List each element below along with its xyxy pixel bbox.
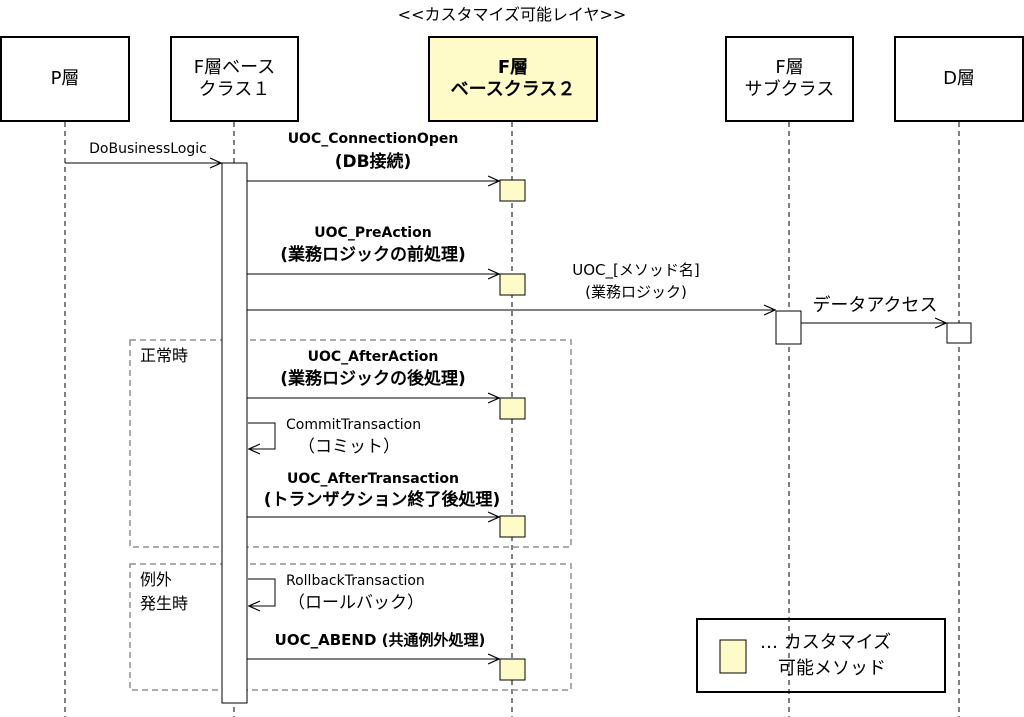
activation-d bbox=[946, 322, 972, 344]
fragment-exception bbox=[129, 563, 572, 691]
fragment-normal bbox=[129, 339, 572, 548]
msg-rollback-desc: （ロールバック） bbox=[288, 593, 424, 613]
arrow-commit-self bbox=[248, 422, 276, 449]
custom-method-pre-action bbox=[499, 273, 526, 296]
participant-f-base-1-line2: クラス１ bbox=[198, 79, 271, 100]
msg-data-access: データアクセス bbox=[812, 295, 938, 316]
fragment-exception-label-line1: 例外 bbox=[140, 570, 173, 589]
msg-abend: UOC_ABEND (共通例外処理) bbox=[274, 631, 486, 649]
activation-f-sub bbox=[775, 310, 802, 345]
legend-text-line2: 可能メソッド bbox=[778, 658, 886, 679]
msg-commit-name: CommitTransaction bbox=[286, 417, 422, 433]
legend-box bbox=[696, 618, 946, 693]
legend-text-line1: … カスタマイズ bbox=[760, 632, 892, 653]
participant-f-subclass: F層 サブクラス bbox=[725, 36, 854, 122]
msg-commit-desc: （コミット） bbox=[298, 437, 400, 457]
participant-f-base-2-line1: F層 bbox=[497, 56, 529, 78]
activation-f-base-1 bbox=[221, 162, 248, 704]
participant-d-layer: D層 bbox=[894, 36, 1024, 122]
participant-f-sub-line2: サブクラス bbox=[744, 79, 835, 100]
msg-after-transaction-desc: (トランザクション終了後処理) bbox=[263, 490, 501, 510]
msg-after-action-desc: (業務ロジックの後処理) bbox=[280, 369, 466, 389]
participant-d-label: D層 bbox=[943, 67, 975, 89]
participant-f-base-class-1: F層ベース クラス１ bbox=[170, 36, 299, 122]
msg-after-action-name: UOC_AfterAction bbox=[307, 349, 439, 365]
custom-method-after-transaction bbox=[499, 515, 526, 538]
fragment-normal-label: 正常時 bbox=[140, 346, 189, 365]
msg-pre-action-name: UOC_PreAction bbox=[314, 225, 432, 241]
msg-business-method-name: UOC_[メソッド名] bbox=[572, 261, 700, 279]
msg-connection-open-name: UOC_ConnectionOpen bbox=[287, 131, 459, 147]
msg-after-transaction-name: UOC_AfterTransaction bbox=[286, 471, 460, 487]
msg-rollback-name: RollbackTransaction bbox=[286, 573, 425, 589]
custom-method-connection-open bbox=[499, 179, 526, 202]
participant-p-layer: P層 bbox=[0, 36, 130, 122]
arrow-rollback-self bbox=[248, 578, 276, 606]
participant-f-base-1-line1: F層ベース bbox=[193, 56, 276, 78]
participant-p-label: P層 bbox=[50, 67, 80, 89]
fragment-exception-label-line2: 発生時 bbox=[140, 594, 189, 613]
msg-pre-action-desc: (業務ロジックの前処理) bbox=[280, 245, 466, 265]
participant-f-sub-line1: F層 bbox=[775, 56, 804, 78]
msg-connection-open-desc: (DB接続) bbox=[334, 152, 412, 172]
diagram-title: <<カスタマイズ可能レイヤ>> bbox=[397, 5, 627, 24]
msg-business-method-desc: (業務ロジック) bbox=[585, 283, 687, 301]
participant-f-base-2-line2: ベースクラス２ bbox=[450, 79, 576, 100]
custom-method-after-action bbox=[499, 397, 526, 420]
custom-method-abend bbox=[499, 658, 526, 681]
legend-swatch bbox=[719, 639, 747, 674]
msg-do-business-logic: DoBusinessLogic bbox=[89, 141, 207, 157]
participant-f-base-class-2: F層 ベースクラス２ bbox=[428, 36, 598, 122]
